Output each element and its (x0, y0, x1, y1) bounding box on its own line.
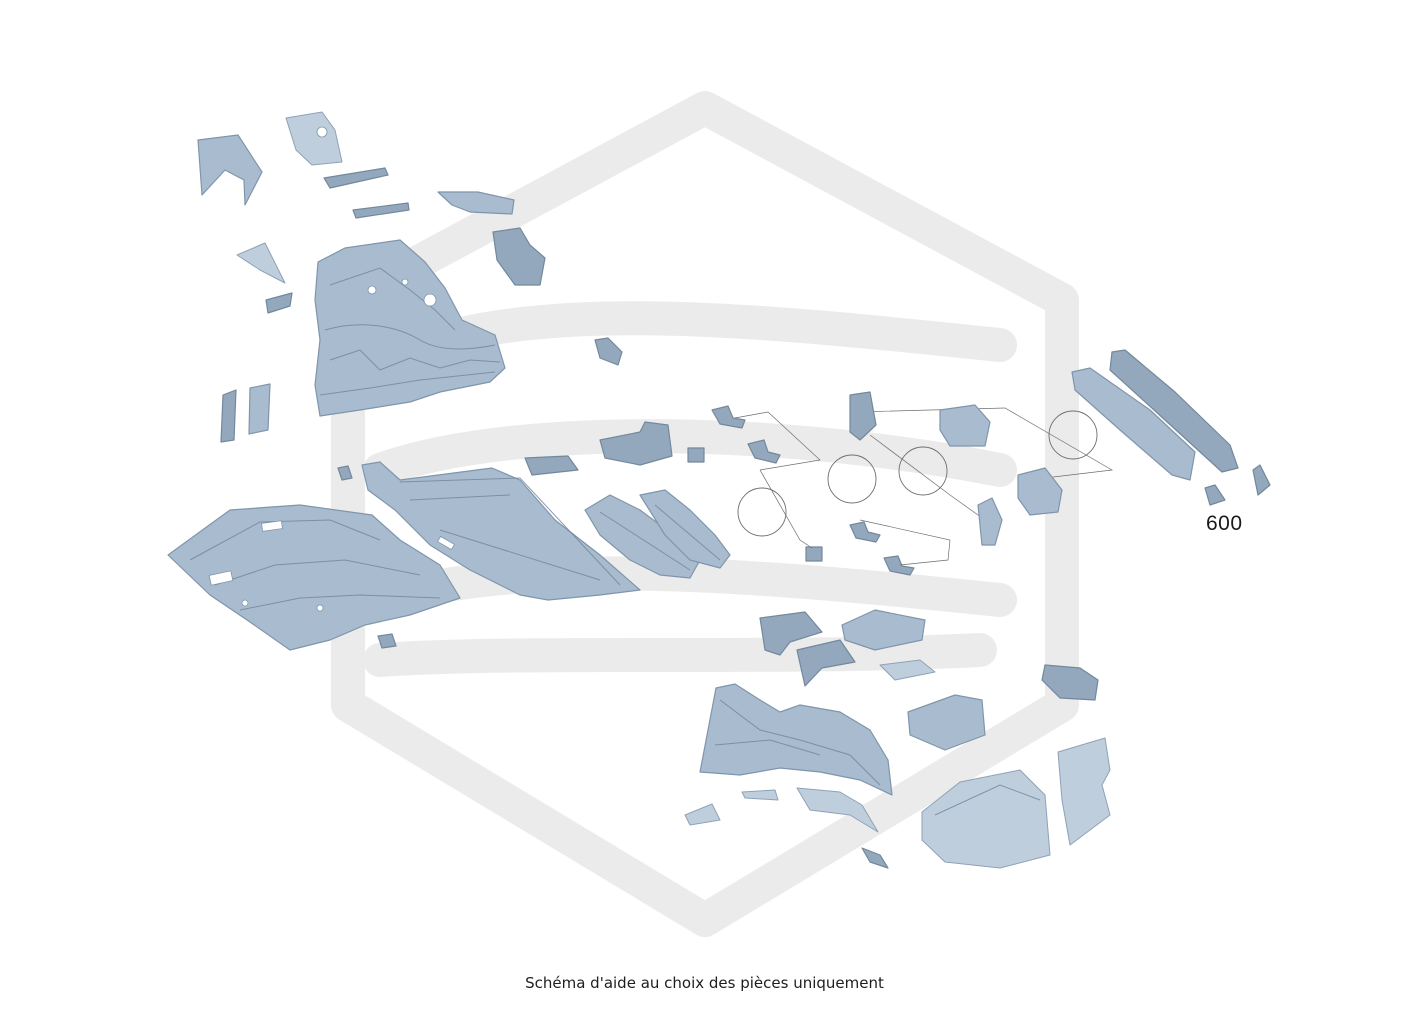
right-inner-wheelhouse-panel[interactable] (684, 683, 893, 869)
trunk-floor-panel[interactable] (361, 461, 641, 601)
diagram-caption: Schéma d'aide au choix des pièces unique… (525, 974, 884, 992)
center-brackets[interactable] (524, 405, 915, 579)
rear-floor-panel[interactable] (167, 465, 461, 651)
lower-center-brackets[interactable] (759, 609, 1099, 751)
rear-quarter-panels[interactable] (921, 737, 1111, 869)
part-number-label[interactable]: 600 (1206, 512, 1243, 535)
callout-markers (734, 407, 1114, 566)
right-bumper-parts[interactable] (849, 349, 1271, 546)
upper-left-brackets[interactable] (197, 111, 623, 443)
left-inner-wheelhouse-panel[interactable] (314, 239, 506, 417)
